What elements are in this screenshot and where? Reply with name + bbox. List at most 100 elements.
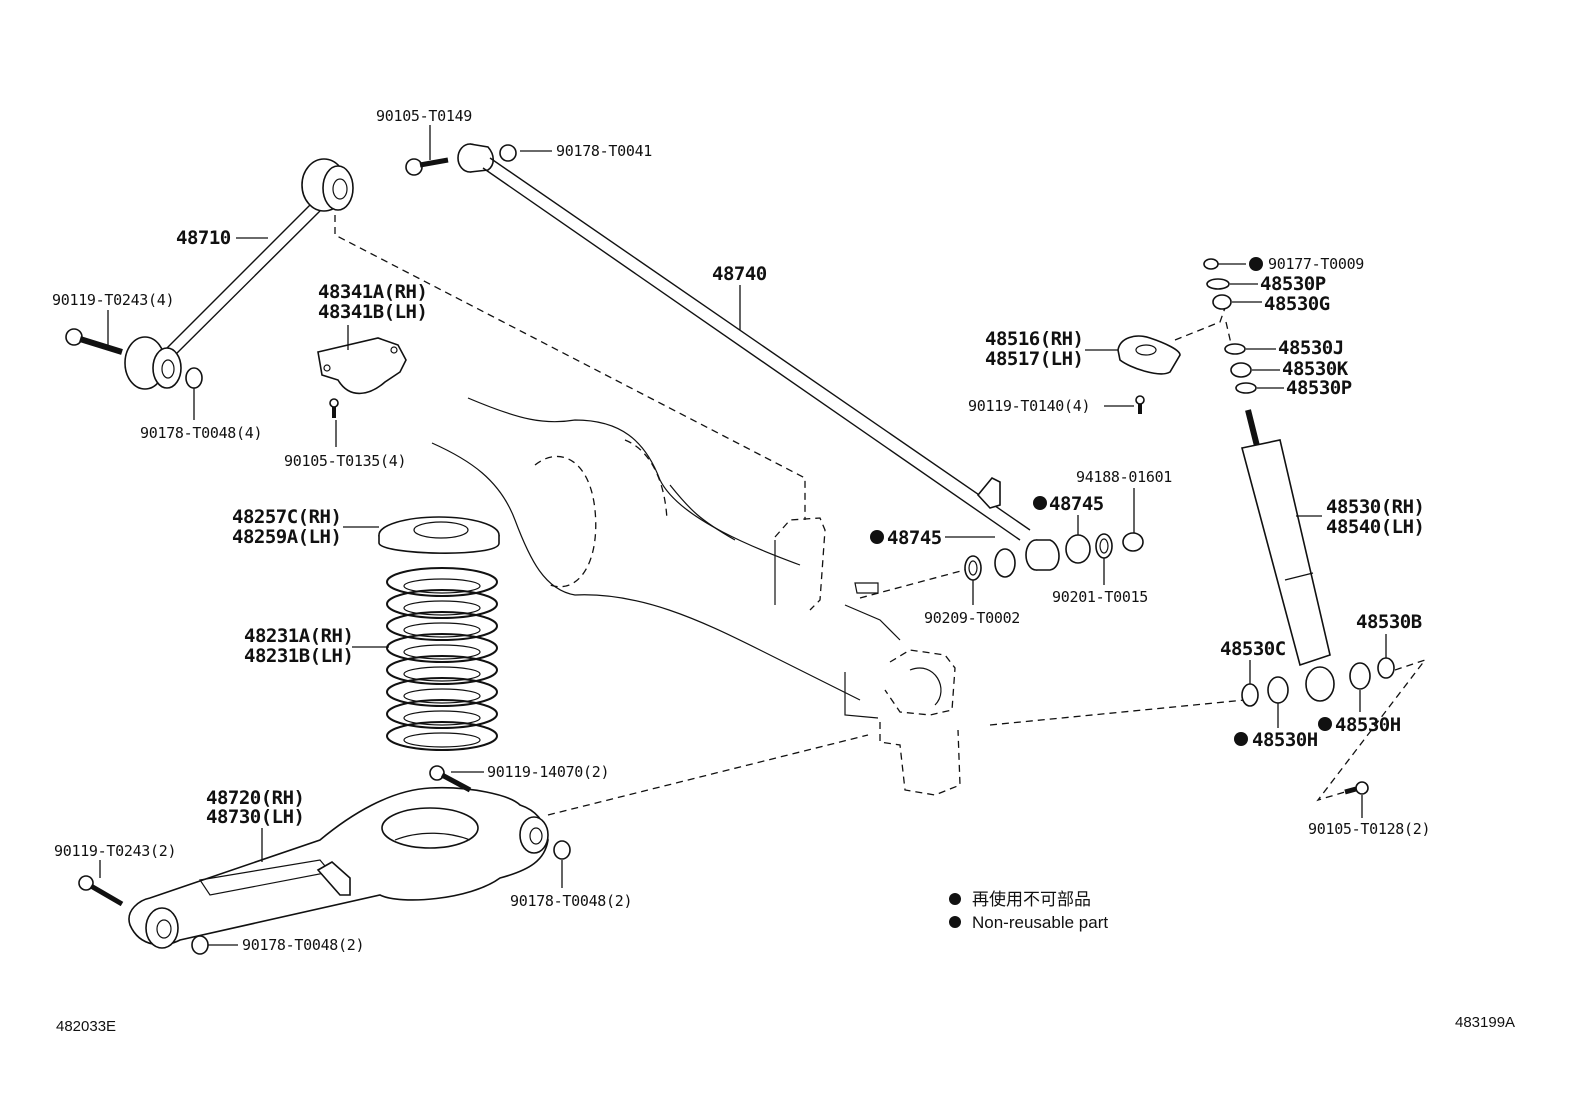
- part-48740-rod[interactable]: [457, 143, 1060, 571]
- bushing-48530H-left[interactable]: [1267, 676, 1289, 704]
- label-94188-01601[interactable]: 94188-01601: [1076, 468, 1173, 486]
- non-reusable-dot-icon: [1249, 257, 1263, 271]
- part-48257-spring-seat[interactable]: [378, 516, 500, 554]
- label-90119-T0140-4[interactable]: 90119-T0140(4): [968, 397, 1091, 415]
- label-48745-upper[interactable]: 48745: [1049, 493, 1104, 515]
- label-48710[interactable]: 48710: [176, 227, 231, 249]
- label-48231A[interactable]: 48231A(RH): [244, 625, 354, 647]
- bushing-48530G[interactable]: [1212, 294, 1232, 310]
- spring-coil-inner: [403, 666, 481, 682]
- label-90177-T0009[interactable]: 90177-T0009: [1268, 255, 1365, 273]
- spring-coil-inner: [403, 688, 481, 704]
- legend-item-english: Non-reusable part: [972, 913, 1108, 932]
- label-48540LH[interactable]: 48540(LH): [1326, 516, 1425, 538]
- bracket-48516[interactable]: [1117, 335, 1181, 375]
- label-48530C[interactable]: 48530C: [1220, 638, 1286, 660]
- label-90178-T0048-2-bottom[interactable]: 90178-T0048(2): [242, 936, 365, 954]
- label-48341B[interactable]: 48341B(LH): [318, 301, 428, 323]
- non-reusable-markers: [870, 257, 1332, 746]
- label-48530P-top[interactable]: 48530P: [1260, 273, 1326, 295]
- label-48745-lower[interactable]: 48745: [887, 527, 942, 549]
- bolt-90119-14070[interactable]: [429, 765, 472, 793]
- label-48530B[interactable]: 48530B: [1356, 611, 1422, 633]
- label-90201-T0015[interactable]: 90201-T0015: [1052, 588, 1148, 606]
- spring-coil: [386, 633, 498, 663]
- part-48530-shock-absorber[interactable]: [1241, 409, 1335, 702]
- bushing-48530H-right[interactable]: [1349, 662, 1371, 690]
- label-48341A[interactable]: 48341A(RH): [318, 281, 428, 303]
- nut-90178-T0048-lower-left[interactable]: [191, 935, 209, 955]
- label-48517[interactable]: 48517(LH): [985, 348, 1084, 370]
- spring-coil: [386, 655, 498, 685]
- bushing-48530K[interactable]: [1230, 362, 1252, 378]
- part-48710-rod[interactable]: [124, 158, 354, 390]
- washer-48530P-top[interactable]: [1206, 278, 1230, 290]
- washer-48530B[interactable]: [1377, 657, 1395, 679]
- bolt-90105-T0128[interactable]: [1344, 781, 1369, 795]
- label-48530H-right[interactable]: 48530H: [1335, 714, 1401, 736]
- bolt-90119-T0140[interactable]: [1135, 395, 1145, 414]
- spring-coil: [386, 589, 498, 619]
- non-reusable-dot-icon: [1033, 496, 1047, 510]
- spring-coil-inner: [403, 600, 481, 616]
- label-48730[interactable]: 48730(LH): [206, 806, 305, 828]
- spring-coil: [386, 721, 498, 751]
- label-48516[interactable]: 48516(RH): [985, 328, 1084, 350]
- part-48231-coil-spring[interactable]: [386, 567, 498, 751]
- label-90119-T0243-4[interactable]: 90119-T0243(4): [52, 291, 175, 309]
- part-48341-bracket[interactable]: [317, 337, 407, 395]
- nut-90178-T0048-lower-right[interactable]: [553, 840, 571, 860]
- label-48530K[interactable]: 48530K: [1282, 358, 1349, 380]
- spring-coil: [386, 611, 498, 641]
- label-90178-T0048-4[interactable]: 90178-T0048(4): [140, 424, 263, 442]
- spring-coil: [386, 567, 498, 597]
- spring-coil: [386, 677, 498, 707]
- label-90178-T0041[interactable]: 90178-T0041: [556, 142, 653, 160]
- spring-coil-inner: [403, 732, 481, 748]
- washer-90201-T0015[interactable]: [1095, 533, 1113, 559]
- label-48530RH[interactable]: 48530(RH): [1326, 496, 1425, 518]
- label-90119-14070-2[interactable]: 90119-14070(2): [487, 763, 610, 781]
- label-48259A[interactable]: 48259A(LH): [232, 526, 342, 548]
- label-48530G[interactable]: 48530G: [1264, 293, 1330, 315]
- label-48530P-bottom[interactable]: 48530P: [1286, 377, 1352, 399]
- bolt-90119-T0243-upper[interactable]: [65, 328, 123, 355]
- spring-coil-inner: [403, 710, 481, 726]
- nut-90178-T0041[interactable]: [499, 144, 517, 162]
- bushing-48745-lower[interactable]: [994, 548, 1016, 578]
- axle-beam-ghost: [431, 397, 961, 796]
- non-reusable-dot-icon: [870, 530, 884, 544]
- non-reusable-dot-icon: [1318, 717, 1332, 731]
- figure-code-right: 483199A: [1455, 1014, 1515, 1031]
- label-48257C[interactable]: 48257C(RH): [232, 506, 342, 528]
- nut-90177-T0009[interactable]: [1203, 258, 1219, 270]
- spring-coil-inner: [403, 644, 481, 660]
- label-48231B[interactable]: 48231B(LH): [244, 645, 354, 667]
- nut-94188-01601[interactable]: [1122, 532, 1144, 552]
- bolt-90119-T0243-lower[interactable]: [78, 875, 124, 907]
- label-90119-T0243-2[interactable]: 90119-T0243(2): [54, 842, 177, 860]
- legend-dot-icon: [949, 916, 961, 928]
- label-48530J[interactable]: 48530J: [1278, 337, 1344, 359]
- label-90105-T0128-2[interactable]: 90105-T0128(2): [1308, 820, 1431, 838]
- nut-90178-T0048-upper[interactable]: [185, 367, 203, 389]
- label-90209-T0002[interactable]: 90209-T0002: [924, 609, 1020, 627]
- bushing-48745-upper[interactable]: [1065, 534, 1091, 564]
- washer-90209-T0002[interactable]: [964, 555, 982, 581]
- label-90178-T0048-2-right[interactable]: 90178-T0048(2): [510, 892, 633, 910]
- label-90105-T0135-4[interactable]: 90105-T0135(4): [284, 452, 407, 470]
- label-48720[interactable]: 48720(RH): [206, 787, 305, 809]
- label-48530H-left[interactable]: 48530H: [1252, 729, 1318, 751]
- part-48720-lower-arm[interactable]: [128, 786, 549, 949]
- bolt-90105-T0149[interactable]: [405, 157, 449, 176]
- legend: 再使用不可部品 Non-reusable part: [949, 889, 1108, 932]
- washer-48530J[interactable]: [1224, 343, 1246, 355]
- bolt-90105-T0135[interactable]: [329, 398, 339, 418]
- assembly-guide-lines: [334, 215, 1427, 816]
- label-48740[interactable]: 48740: [712, 263, 767, 285]
- washer-48530P-bottom[interactable]: [1235, 382, 1257, 394]
- label-90105-T0149[interactable]: 90105-T0149: [376, 107, 473, 125]
- washer-48530C[interactable]: [1241, 683, 1259, 707]
- spring-coil-inner: [403, 578, 481, 594]
